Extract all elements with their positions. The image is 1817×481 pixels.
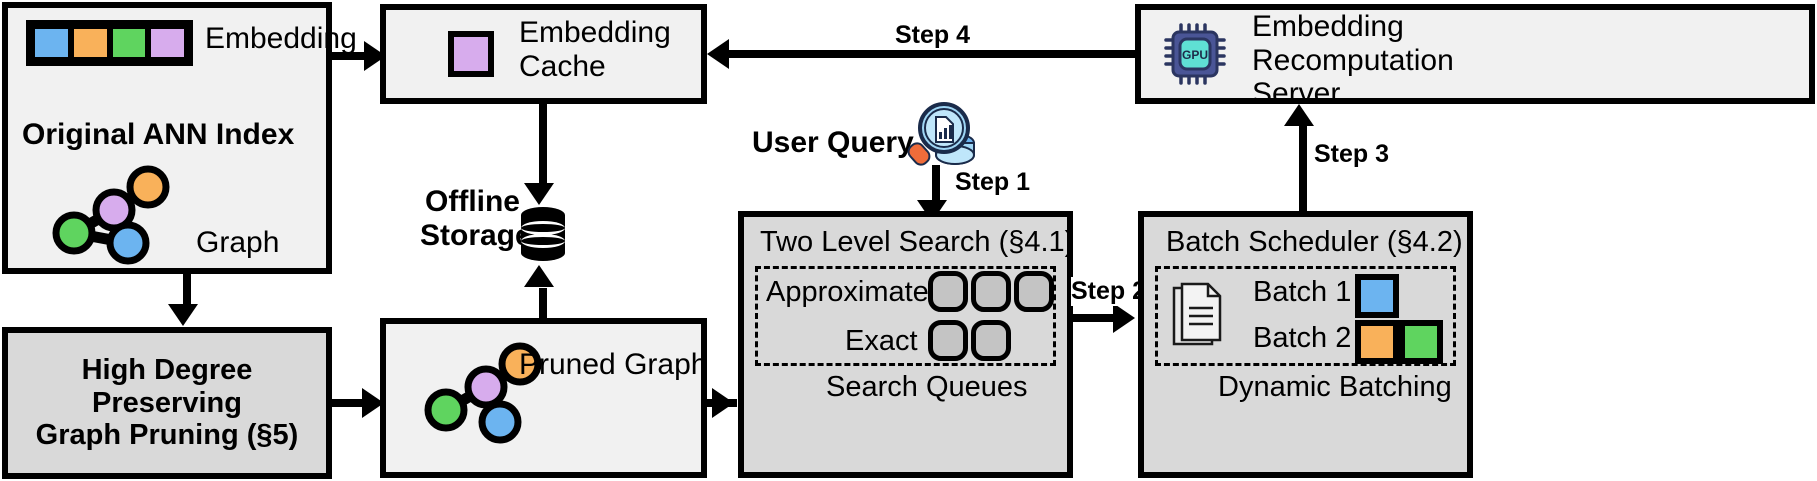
gpu-chip-icon: GPU <box>1164 23 1226 85</box>
queue-tile <box>971 271 1011 312</box>
user-query-label: User Query <box>752 126 914 159</box>
graph-pruning-box: High Degree Preserving Graph Pruning (§5… <box>2 327 332 479</box>
search-queues-dashed-region <box>755 266 1056 366</box>
step-4-label: Step 4 <box>895 21 971 50</box>
arrow-pruned-to-search-head <box>712 388 734 418</box>
arrow-cache-to-storage-line <box>539 104 547 186</box>
step-2-label: Step 2 <box>1071 277 1147 306</box>
queue-tile <box>928 271 968 312</box>
batch-2-swatch-green <box>1399 320 1443 364</box>
queue-tile <box>1014 271 1054 312</box>
search-queues-footer: Search Queues <box>826 371 1028 403</box>
recomputation-server-box <box>1135 4 1815 104</box>
two-level-search-title: Two Level Search (§4.1) <box>760 226 1075 258</box>
approximate-tile-row <box>928 271 1054 312</box>
batch-2-swatch-orange <box>1355 320 1399 364</box>
arrow-step1-line <box>932 165 940 207</box>
arrow-step3-line <box>1299 126 1307 211</box>
batch-1-label: Batch 1 <box>1253 276 1352 308</box>
database-cylinder-icon <box>521 207 565 261</box>
pruned-graph-icon <box>424 342 542 444</box>
embedding-swatch-blue <box>32 26 71 60</box>
recomputation-server-title: Embedding Recomputation Server <box>1252 10 1454 111</box>
arrow-pruning-to-pruned-head <box>362 388 384 418</box>
arrow-index-to-pruning-line <box>183 274 191 306</box>
magnifier-database-query-icon <box>907 102 975 166</box>
dynamic-batching-dashed-region <box>1155 266 1456 366</box>
queue-tile <box>971 320 1011 361</box>
arrow-step2-head <box>1113 303 1135 333</box>
step-3-label: Step 3 <box>1314 140 1390 169</box>
arrow-step3-head <box>1284 104 1314 126</box>
batch-1-swatch-blue <box>1355 274 1399 318</box>
gpu-icon-text: GPU <box>1182 48 1208 62</box>
batch-2-label: Batch 2 <box>1253 322 1352 354</box>
embedding-swatch-purple <box>148 26 187 60</box>
dynamic-batching-footer: Dynamic Batching <box>1218 371 1452 403</box>
offline-storage-label: Offline Storage <box>420 185 532 252</box>
step-1-label: Step 1 <box>955 168 1031 197</box>
arrow-index-to-pruning-head <box>168 304 198 326</box>
embedding-cache-swatch <box>448 31 494 77</box>
queue-tile <box>928 320 968 361</box>
embedding-label: Embedding <box>205 22 357 55</box>
graph-pruning-title: High Degree Preserving Graph Pruning (§5… <box>35 354 299 452</box>
original-graph-icon <box>52 165 170 265</box>
documents-stack-icon <box>1172 282 1222 346</box>
arrow-index-to-cache-line <box>332 52 368 60</box>
embedding-swatch-green <box>109 26 149 60</box>
original-ann-index-title: Original ANN Index <box>22 118 295 151</box>
arrow-step4-line <box>727 50 1137 58</box>
embedding-swatch-orange <box>70 26 110 60</box>
embedding-swatch-strip <box>26 20 193 66</box>
exact-row-label: Exact <box>845 325 918 357</box>
arrow-step2-line <box>1073 314 1121 322</box>
arrow-cache-to-storage-head <box>524 183 554 205</box>
arrow-pruned-to-storage-head <box>524 265 554 287</box>
arrow-step4-head <box>707 39 729 69</box>
embedding-cache-box <box>380 4 707 104</box>
exact-tile-row <box>928 320 1011 361</box>
embedding-cache-title: Embedding Cache <box>519 16 671 83</box>
two-level-search-box <box>738 211 1073 478</box>
batch-scheduler-title: Batch Scheduler (§4.2) <box>1166 226 1463 258</box>
approximate-row-label: Approximate <box>766 276 929 308</box>
arrow-pruning-to-pruned-line <box>332 399 366 407</box>
original-graph-label: Graph <box>196 226 280 259</box>
pruned-graph-label: Pruned Graph <box>519 348 708 381</box>
